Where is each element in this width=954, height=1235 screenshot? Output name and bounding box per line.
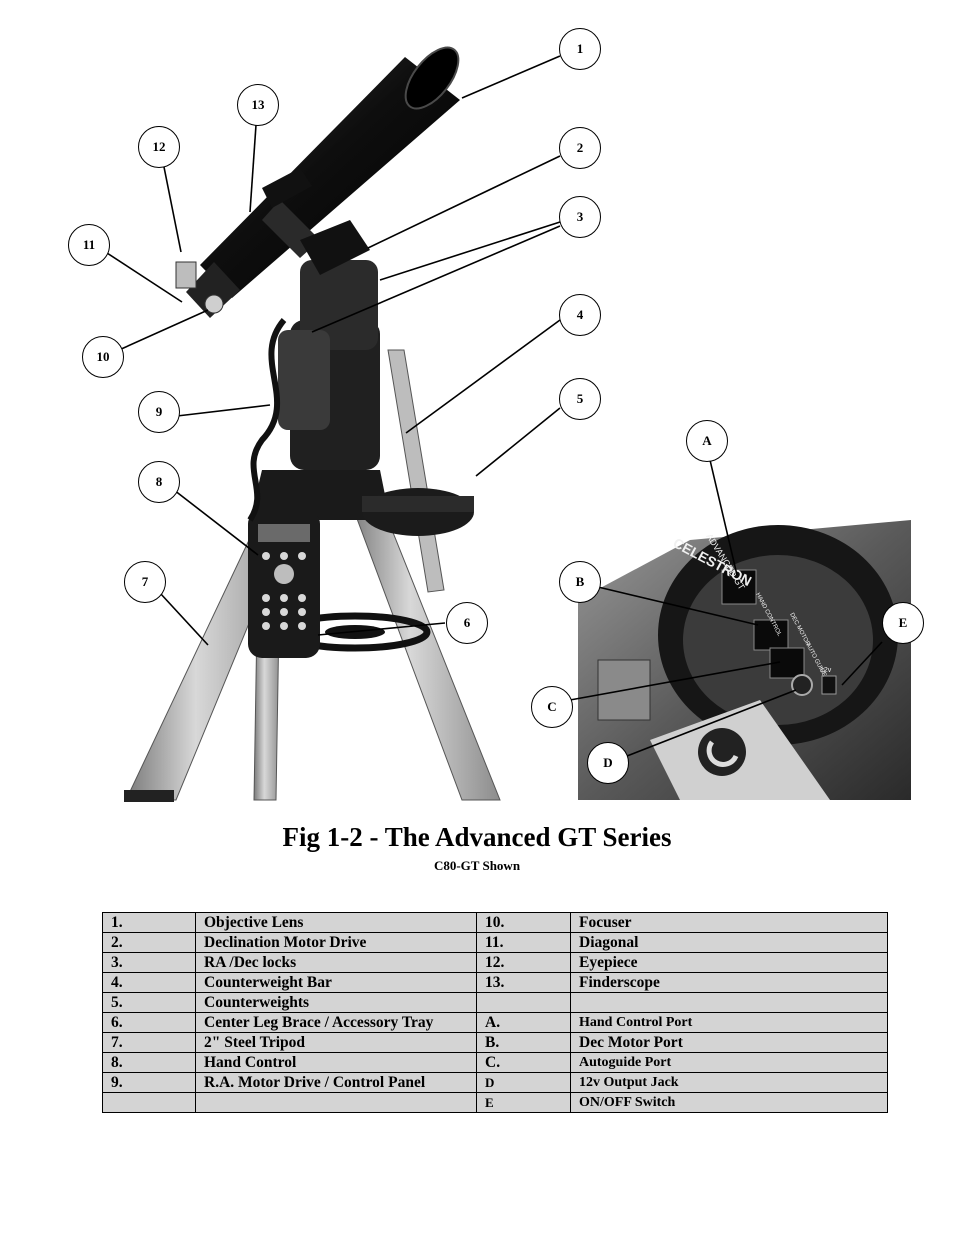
legend-number: 10. [476,912,571,933]
legend-number: 8. [102,1052,196,1073]
legend-number: 13. [476,972,571,993]
mount-closeup-photo: CELESTRON ADVANCED GT HAND CONTROL DEC M… [578,515,911,800]
legend-number: 1. [102,912,196,933]
callout-3: 3 [559,196,601,238]
callout-12: 12 [138,126,180,168]
legend-item: Autoguide Port [570,1052,888,1073]
parts-legend-table: 1. Objective Lens 10. Focuser 2. Declina… [102,912,888,1113]
legend-item [195,1092,477,1113]
figure-illustration: CELESTRON ADVANCED GT HAND CONTROL DEC M… [106,46,911,802]
legend-item: Counterweights [195,992,477,1013]
legend-number: E [476,1092,571,1113]
legend-item [570,992,888,1013]
legend-number: 2. [102,932,196,953]
legend-number: 7. [102,1032,196,1053]
table-row: 4. Counterweight Bar 13. Finderscope [102,972,888,993]
callout-5: 5 [559,378,601,420]
legend-item: R.A. Motor Drive / Control Panel [195,1072,477,1093]
table-row: 8. Hand Control C. Autoguide Port [102,1052,888,1073]
legend-item: 12v Output Jack [570,1072,888,1093]
callout-4: 4 [559,294,601,336]
callout-13: 13 [237,84,279,126]
legend-item: Focuser [570,912,888,933]
callout-C: C [531,686,573,728]
legend-item: Objective Lens [195,912,477,933]
table-row: 3. RA /Dec locks 12. Eyepiece [102,952,888,973]
table-row: E ON/OFF Switch [102,1092,888,1113]
callout-2: 2 [559,127,601,169]
table-row: 9. R.A. Motor Drive / Control Panel D 12… [102,1072,888,1093]
callout-1: 1 [559,28,601,70]
table-row: 5. Counterweights [102,992,888,1013]
table-row: 1. Objective Lens 10. Focuser [102,912,888,933]
callout-B: B [559,561,601,603]
callout-D: D [587,742,629,784]
callout-6: 6 [446,602,488,644]
power-label-text: 12v [820,667,832,674]
legend-number: 3. [102,952,196,973]
legend-number: 5. [102,992,196,1013]
telescope-photo [124,46,501,802]
table-row: 2. Declination Motor Drive 11. Diagonal [102,932,888,953]
callout-10: 10 [82,336,124,378]
legend-number [102,1092,196,1113]
legend-item: Counterweight Bar [195,972,477,993]
callout-11: 11 [68,224,110,266]
legend-number: 6. [102,1012,196,1033]
figure-title: Fig 1-2 - The Advanced GT Series [282,822,672,852]
legend-item: Eyepiece [570,952,888,973]
legend-item: Hand Control Port [570,1012,888,1033]
legend-number: C. [476,1052,571,1073]
celestron-logo [698,728,746,776]
callout-8: 8 [138,461,180,503]
legend-item: Declination Motor Drive [195,932,477,953]
legend-item: Dec Motor Port [570,1032,888,1053]
legend-number: 4. [102,972,196,993]
legend-item: Finderscope [570,972,888,993]
legend-number: 9. [102,1072,196,1093]
figure-subtitle: C80-GT Shown [433,858,521,873]
legend-item: Center Leg Brace / Accessory Tray [195,1012,477,1033]
legend-number: A. [476,1012,571,1033]
table-row: 6. Center Leg Brace / Accessory Tray A. … [102,1012,888,1033]
legend-item: Diagonal [570,932,888,953]
callout-7: 7 [124,561,166,603]
legend-item: Hand Control [195,1052,477,1073]
callout-E: E [882,602,924,644]
table-row: 7. 2" Steel Tripod B. Dec Motor Port [102,1032,888,1053]
figure: CELESTRON ADVANCED GT HAND CONTROL DEC M… [68,28,924,802]
legend-number: 11. [476,932,571,953]
legend-item: RA /Dec locks [195,952,477,973]
legend-item: 2" Steel Tripod [195,1032,477,1053]
legend-number [476,992,571,1013]
callout-A: A [686,420,728,462]
legend-number: 12. [476,952,571,973]
legend-item: ON/OFF Switch [570,1092,888,1113]
legend-number: B. [476,1032,571,1053]
legend-number: D [476,1072,571,1093]
leader-lines [106,55,883,757]
callout-9: 9 [138,391,180,433]
